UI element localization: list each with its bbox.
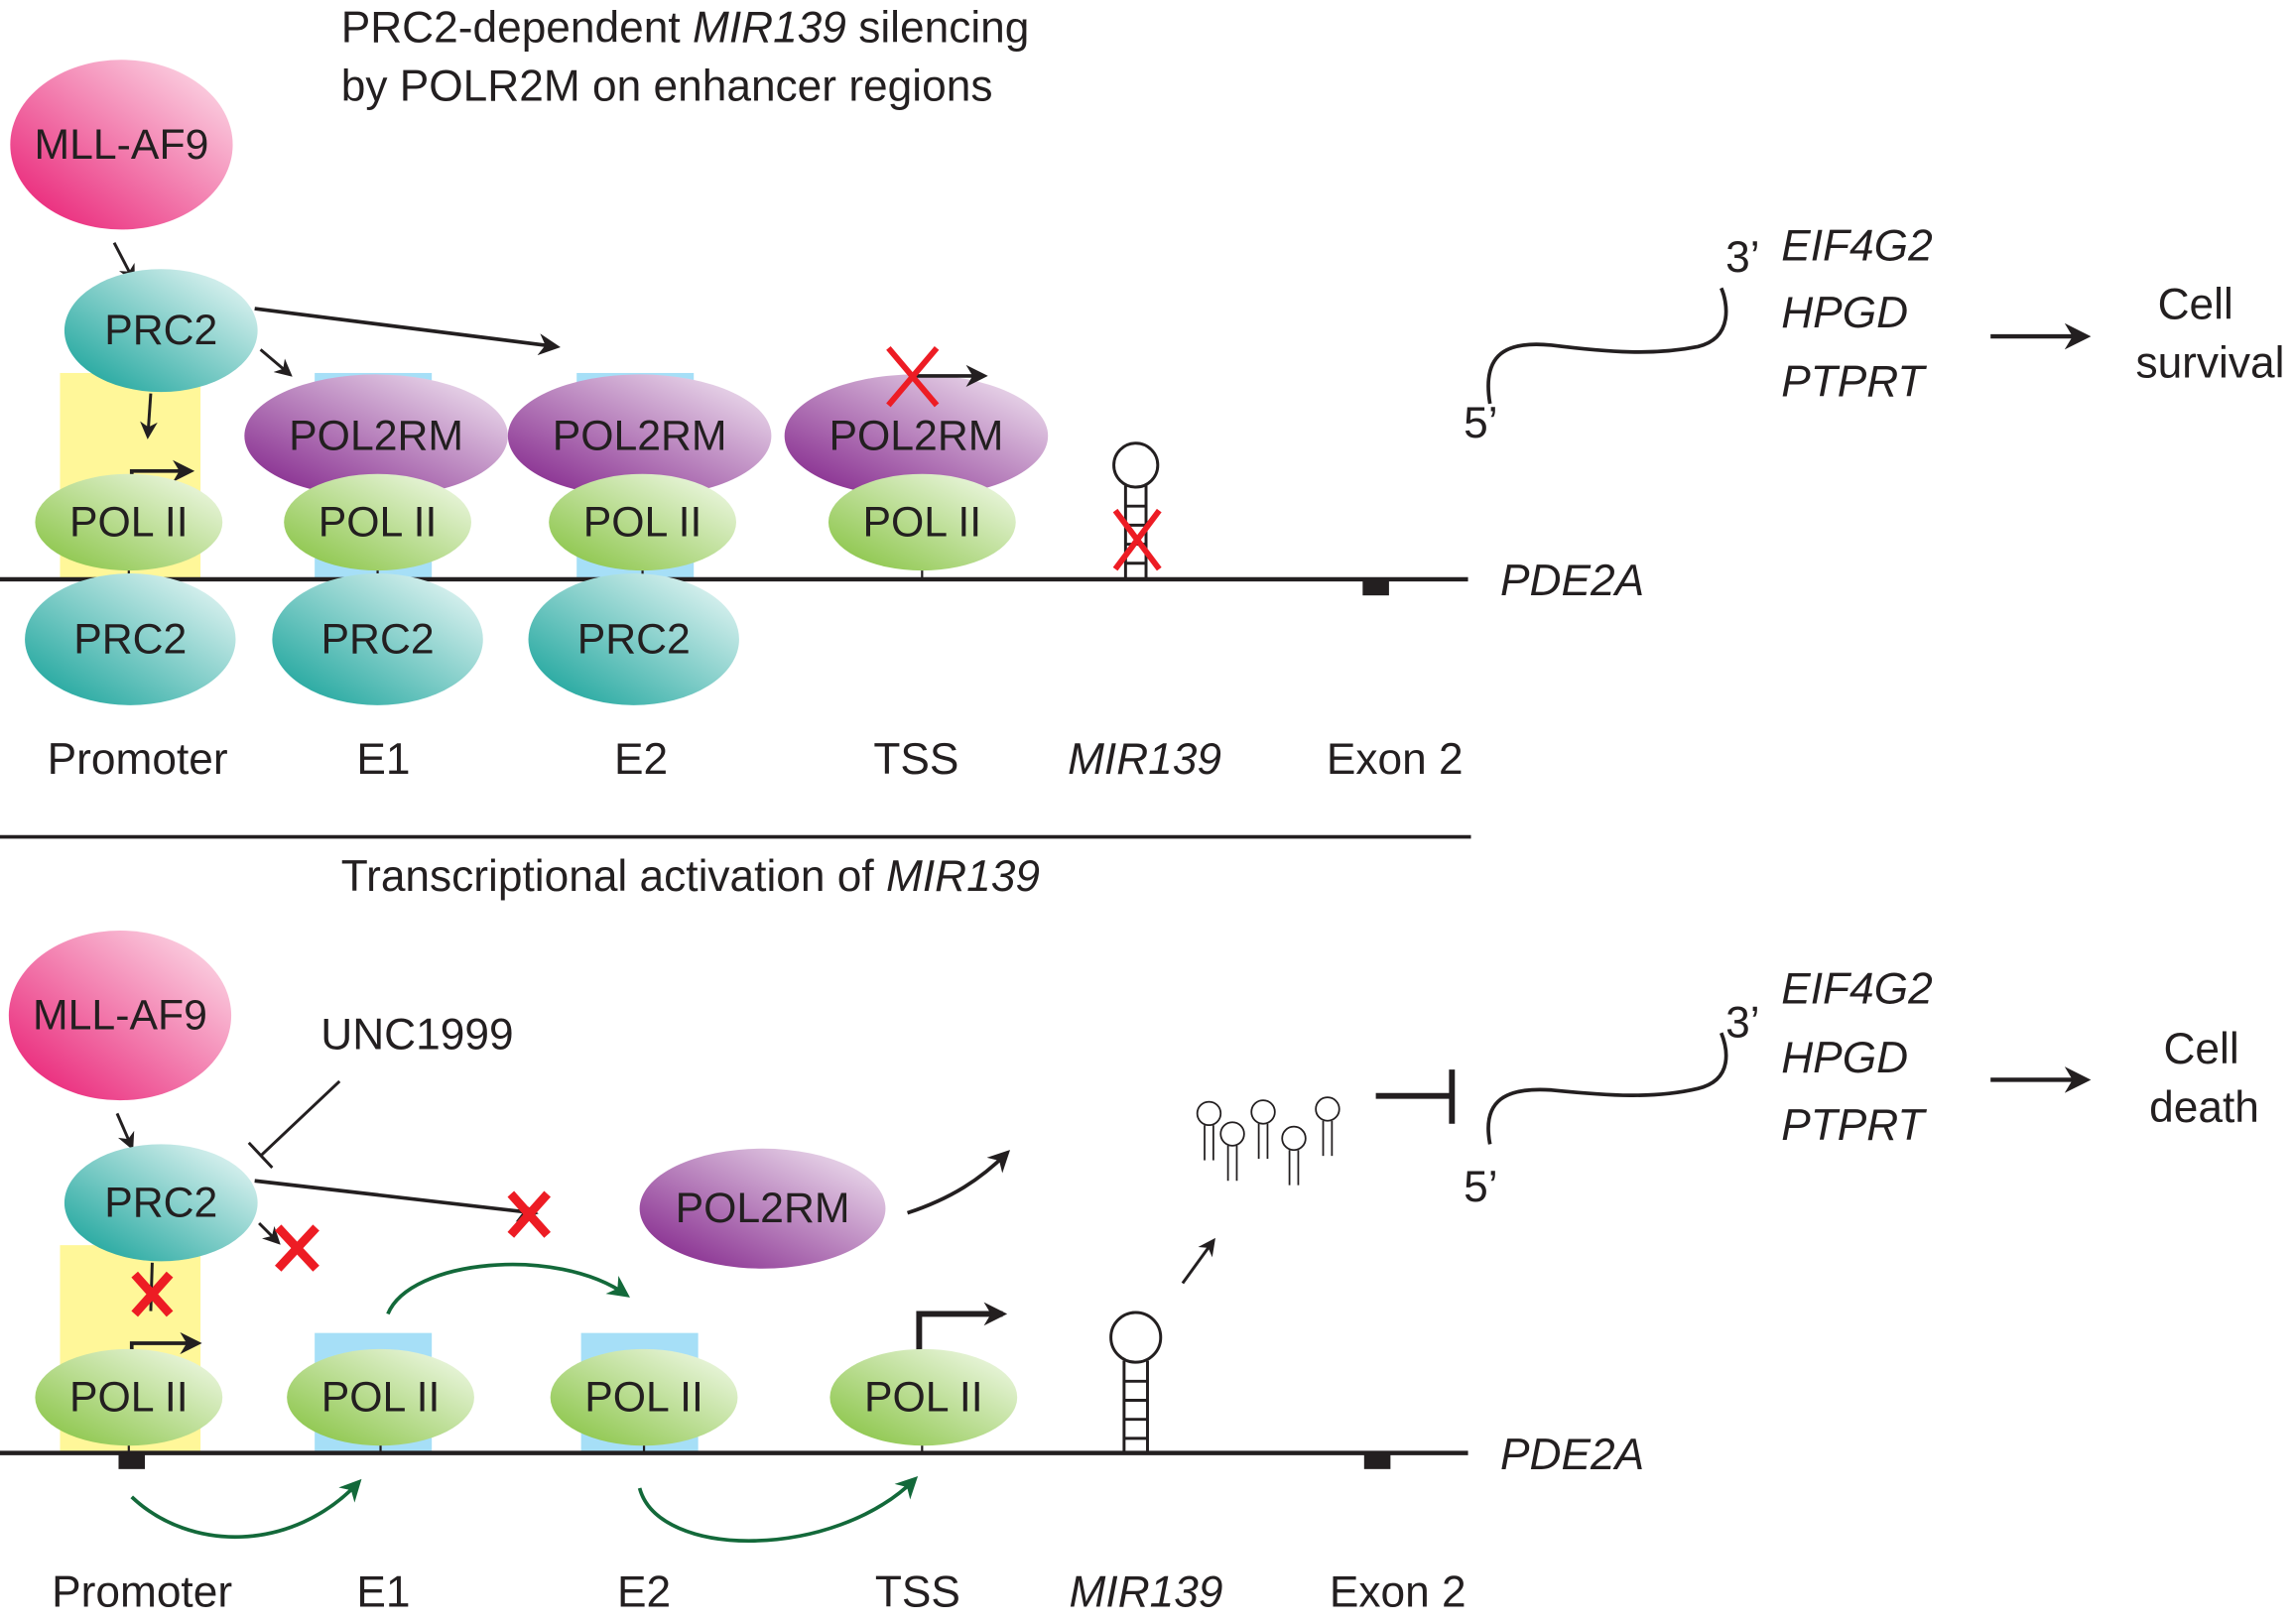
top-title-line1: PRC2-dependent MIR139 silencing [341,4,1030,53]
blocked-x-icon [886,345,940,408]
region-label-e2: E2 [614,735,668,784]
target-gene-label: PTPRT [1781,1101,1927,1150]
mrna-3prime-label: 3’ [1725,999,1759,1048]
gene-name-label: PDE2A [1500,1431,1644,1479]
mrna-strand-icon [1486,287,1728,405]
region-label-exon2: Exon 2 [1330,1567,1466,1616]
pol2-node-e1 [284,473,471,571]
mll-af9-node [10,60,233,230]
outcome-line2: death [2149,1083,2259,1132]
pol2rm-label: POL2RM [289,412,463,459]
pol2-label: POL II [69,498,189,546]
mir139-hairpin-icon [1109,1311,1163,1453]
mrna-5prime-label: 5’ [1464,399,1497,447]
arrow-prc2-to-promoter [140,393,158,439]
tss-active-transcription-arrow-icon [916,1302,1008,1364]
outcome-line2: survival [2135,338,2284,387]
region-label-e1: E1 [356,1567,410,1616]
pol2-label: POL II [319,498,438,546]
pol2-label: POL II [863,498,982,546]
region-label-e2: E2 [617,1567,671,1616]
pol2-label: POL II [864,1374,983,1422]
mrna-3prime-label: 3’ [1725,233,1759,282]
pol2-node-e2 [549,473,736,571]
exon2-block [1362,578,1389,596]
pol2-label: POL II [321,1374,441,1422]
pol2-tethers [127,570,924,578]
prc2-label: PRC2 [104,1179,217,1226]
inhibitor-line [259,1079,341,1158]
mir139-blocked-x-icon [1112,508,1162,571]
mrna-strand-icon [1486,1032,1728,1145]
green-arrow-e2-to-tss [637,1476,919,1543]
pol2rm-label: POL2RM [676,1185,850,1232]
region-label-tss: TSS [875,1567,960,1616]
target-gene-label: EIF4G2 [1781,965,1932,1014]
pol2-label: POL II [583,498,702,546]
pol2-label: POL II [69,1374,189,1422]
arrow-mll-to-prc2 [115,1112,135,1151]
mir139-hairpin-icon [1112,441,1160,578]
top-title-line2: by POLR2M on enhancer regions [341,62,993,111]
region-label-exon2: Exon 2 [1327,735,1464,784]
target-gene-label: PTPRT [1781,358,1927,407]
target-gene-label: HPGD [1781,1034,1908,1082]
prc2-bound-e1 [272,573,483,705]
blocked-x-icon [131,1190,551,1317]
mature-mirna-cluster-icon [1196,1096,1340,1186]
target-gene-label: EIF4G2 [1781,221,1932,270]
repression-bar-icon [1375,1069,1456,1124]
blocked-arrow-prc2-to-e2 [254,1179,539,1222]
outcome-line1: Cell [2158,280,2233,328]
pol2rm-node [639,1148,886,1269]
prc2-label: PRC2 [577,615,691,663]
pol2-node-e1 [287,1348,474,1446]
pol2rm-node-e2 [507,374,772,498]
pol2rm-node-tss [784,374,1049,498]
pol2-node-promoter [35,1348,223,1446]
region-label-promoter: Promoter [52,1567,232,1616]
top-panel: PRC2-dependent MIR139 silencing by POLR2… [0,4,2284,784]
outcome-line1: Cell [2163,1025,2238,1073]
mll-af9-label: MLL-AF9 [33,992,207,1040]
pol2rm-node-e1 [244,374,508,498]
prc2-node [64,269,258,393]
region-label-e1: E1 [356,735,410,784]
exon2-block [1363,1452,1391,1469]
prc2-label: PRC2 [321,615,435,663]
mll-af9-node [8,930,232,1101]
pol2rm-label: POL2RM [829,412,1003,459]
arrow-prc2-to-e2 [254,307,561,356]
region-label-tss: TSS [873,735,958,784]
arrow-prc2-to-e1 [259,348,293,377]
prc2-bound-promoter [25,573,236,705]
bottom-panel: Transcriptional activation of MIR139 MLL… [0,852,2259,1616]
pol2-label: POL II [584,1374,703,1422]
pol2-node-tss [828,473,1016,571]
pol2-node-promoter [35,473,223,571]
region-label-mir139: MIR139 [1068,735,1221,784]
prc2-bound-e2 [528,573,739,705]
prc2-label: PRC2 [104,307,217,354]
green-arrow-e1-to-e2 [386,1262,630,1315]
arrow-to-mature-mirna [1181,1237,1215,1285]
mrna-5prime-label: 5’ [1464,1163,1497,1211]
blocked-arrow-prc2-to-e1 [258,1221,281,1245]
prc2-node [64,1144,258,1262]
target-gene-label: HPGD [1781,289,1908,337]
gene-name-label: PDE2A [1500,557,1644,605]
pol2-node-tss [829,1348,1018,1446]
region-label-mir139: MIR139 [1070,1567,1223,1616]
bottom-title: Transcriptional activation of MIR139 [341,852,1040,901]
promoter-block [118,1452,146,1469]
mll-af9-label: MLL-AF9 [34,121,208,169]
arrow-pol2rm-released [906,1150,1011,1215]
inhibitor-bar-icon [247,1141,274,1169]
prc2-label: PRC2 [73,615,187,663]
region-label-promoter: Promoter [48,735,228,784]
pol2rm-label: POL2RM [553,412,727,459]
green-arrow-promoter-to-e1 [130,1478,362,1540]
pol2-node-e2 [550,1348,738,1446]
inhibitor-label: UNC1999 [320,1010,513,1059]
